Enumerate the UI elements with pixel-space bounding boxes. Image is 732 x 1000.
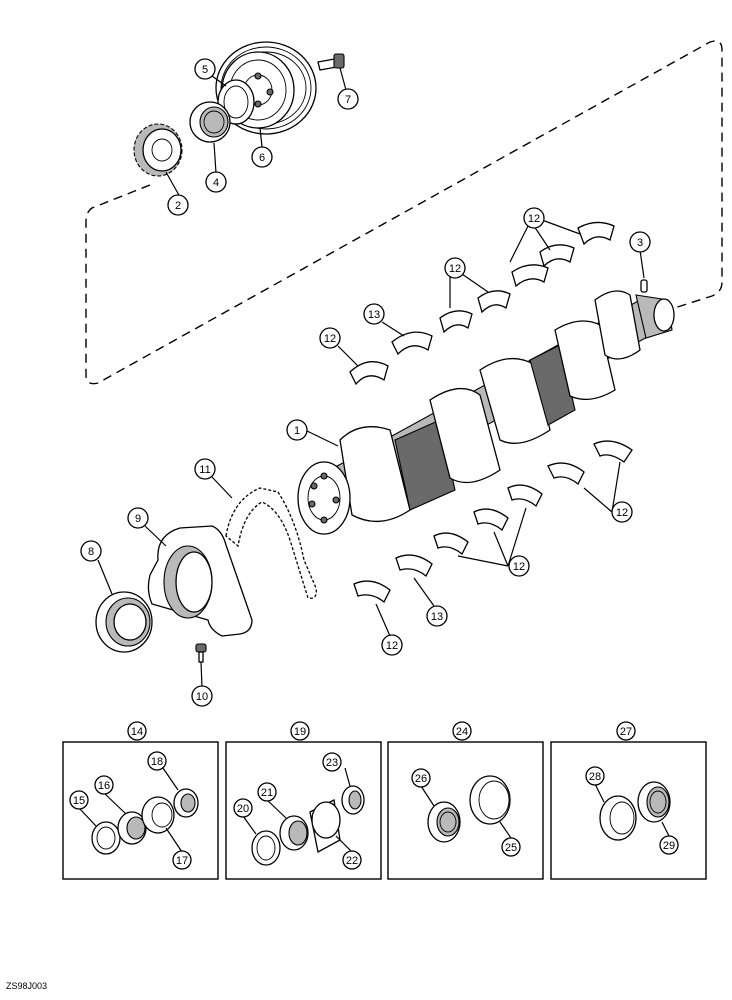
pulley-bolt — [317, 53, 345, 71]
svg-text:13: 13 — [431, 611, 443, 623]
crankshaft — [297, 290, 675, 535]
callout-7: 7 — [337, 88, 359, 110]
svg-text:12: 12 — [386, 640, 398, 652]
svg-text:5: 5 — [202, 64, 208, 76]
svg-text:12: 12 — [513, 561, 525, 573]
svg-text:18: 18 — [151, 756, 163, 768]
kit-box-24: 24 26 25 — [387, 721, 544, 880]
svg-text:8: 8 — [88, 546, 94, 558]
callout-10: 10 — [191, 685, 213, 707]
callout-5: 5 — [194, 58, 216, 80]
kit-box-19: 19 20 21 22 23 — [225, 721, 382, 880]
callout-13-upper: 13 — [363, 303, 385, 325]
callout-2: 2 — [167, 194, 189, 216]
svg-text:19: 19 — [294, 726, 306, 738]
svg-text:26: 26 — [415, 773, 427, 785]
callout-12-bottom: 12 — [381, 634, 403, 656]
svg-text:11: 11 — [199, 464, 210, 476]
svg-text:6: 6 — [259, 152, 265, 164]
svg-text:2: 2 — [175, 200, 181, 212]
callout-12-left: 12 — [319, 327, 341, 349]
svg-text:12: 12 — [528, 213, 540, 225]
svg-text:16: 16 — [98, 780, 110, 792]
housing-bolt — [195, 643, 207, 663]
figure-reference: ZS98J003 — [6, 981, 47, 991]
svg-text:23: 23 — [326, 757, 338, 769]
svg-text:24: 24 — [456, 726, 468, 738]
crankshaft-gear — [133, 123, 183, 177]
main-bearing-shells-upper — [349, 221, 615, 386]
wear-sleeve — [189, 101, 231, 143]
callout-8: 8 — [80, 540, 102, 562]
callout-3: 3 — [629, 231, 651, 253]
callout-12-right: 12 — [611, 501, 633, 523]
svg-text:1: 1 — [294, 425, 300, 437]
callout-13-lower: 13 — [426, 605, 448, 627]
svg-text:15: 15 — [73, 795, 85, 807]
crankshaft-pin — [640, 279, 648, 293]
svg-text:28: 28 — [589, 771, 601, 783]
crankshaft-pulley — [215, 41, 317, 135]
svg-text:12: 12 — [616, 507, 628, 519]
svg-text:7: 7 — [345, 94, 351, 106]
svg-text:25: 25 — [505, 842, 517, 854]
callout-11: 11 — [194, 458, 216, 480]
assembly-dashed-outline — [85, 40, 723, 385]
callout-12-center: 12 — [508, 555, 530, 577]
callout-4: 4 — [205, 171, 227, 193]
main-bearing-shells-lower — [353, 440, 633, 604]
svg-text:21: 21 — [261, 787, 273, 799]
kit-box-27: 27 28 29 — [550, 721, 707, 880]
rear-housing-gasket — [225, 487, 317, 599]
svg-text:3: 3 — [637, 237, 643, 249]
svg-text:27: 27 — [620, 726, 632, 738]
svg-text:13: 13 — [368, 309, 380, 321]
leader-lines — [97, 67, 645, 688]
kit-box-14: 14 15 16 17 18 — [62, 721, 219, 880]
svg-text:29: 29 — [663, 840, 675, 852]
svg-text:12: 12 — [324, 333, 336, 345]
svg-text:20: 20 — [237, 803, 249, 815]
callout-1: 1 — [286, 419, 308, 441]
svg-text:12: 12 — [449, 263, 461, 275]
svg-text:4: 4 — [213, 177, 219, 189]
rear-crankshaft-seal — [95, 591, 153, 653]
callout-12-mid: 12 — [444, 257, 466, 279]
callout-6: 6 — [251, 146, 273, 168]
callout-12-top: 12 — [523, 207, 545, 229]
svg-text:9: 9 — [135, 513, 141, 525]
svg-text:14: 14 — [131, 726, 143, 738]
svg-text:17: 17 — [176, 855, 188, 867]
svg-text:10: 10 — [196, 691, 208, 703]
callout-9: 9 — [127, 507, 149, 529]
svg-text:22: 22 — [346, 855, 358, 867]
rear-seal-housing — [147, 525, 253, 637]
